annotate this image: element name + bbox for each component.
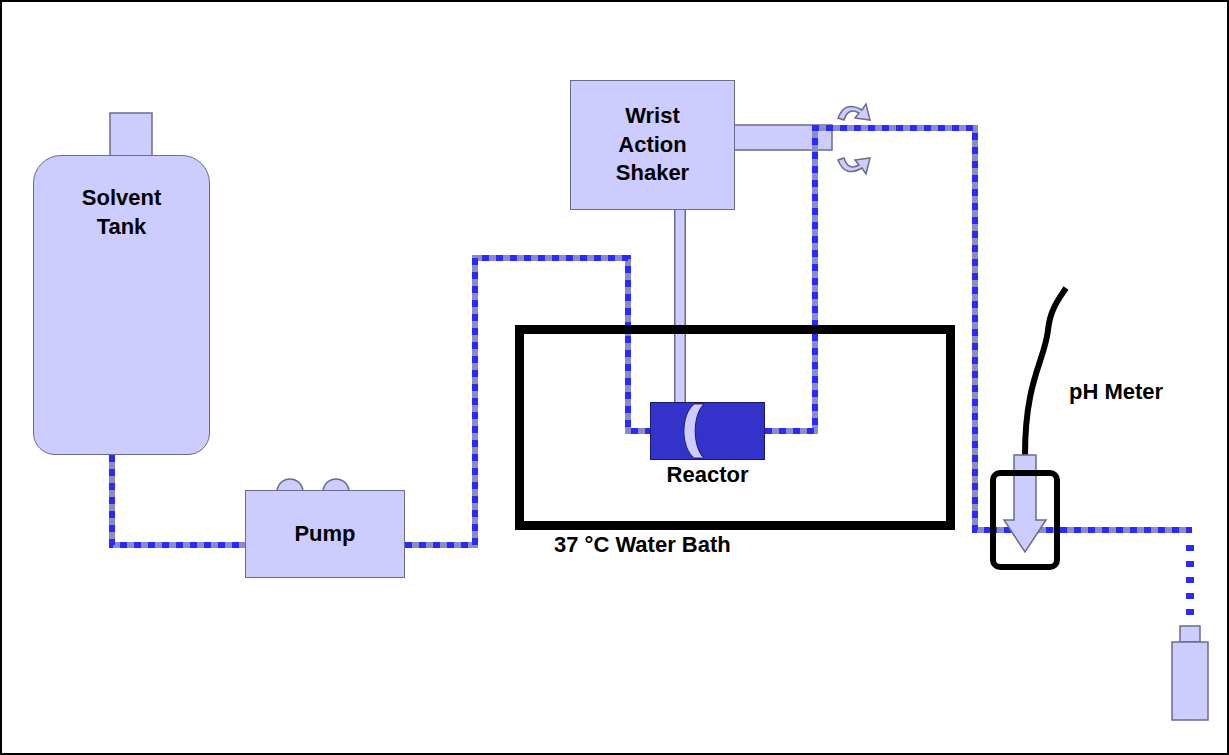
reactor-seal [651, 403, 764, 459]
node-label: Pump [255, 520, 395, 549]
solvent-tank: Solvent Tank [33, 155, 210, 455]
node-label: Reactor [667, 461, 749, 490]
shaker-rod [680, 210, 681, 402]
node-label: pH Meter [1066, 378, 1166, 407]
shaker-box: Wrist Action Shaker [570, 80, 735, 210]
sample-vial [1172, 626, 1208, 720]
drips [1186, 545, 1194, 615]
tubing [405, 258, 650, 545]
tank-cap [110, 113, 152, 159]
water-bath: 37 °C Water BathReactor [515, 325, 955, 530]
node-label: 37 °C Water Bath [554, 531, 731, 560]
reactor: Reactor [650, 402, 765, 460]
pump: Pump [245, 490, 405, 578]
tubing [112, 455, 245, 545]
node-label: Wrist Action Shaker [603, 102, 703, 188]
ph-cell: pH Meter [990, 470, 1060, 570]
node-label: Solvent Tank [67, 184, 177, 241]
probe-cable [1025, 288, 1066, 455]
rotation-arrows [838, 104, 870, 174]
